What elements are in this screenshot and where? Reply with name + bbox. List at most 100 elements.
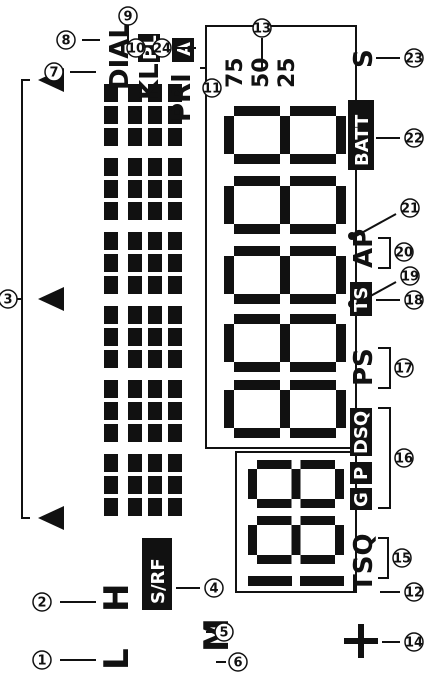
callout-circle [404, 290, 424, 310]
s-meter-segment [168, 350, 182, 368]
segment [234, 314, 280, 324]
segment [336, 186, 346, 224]
callout-16: 16 [394, 448, 414, 468]
callout-circle [44, 62, 64, 82]
callout-number: 20 [395, 246, 413, 261]
callout-circle [392, 548, 412, 568]
segment [290, 380, 336, 390]
callout-number: 9 [123, 10, 132, 25]
callout-6: 6 [228, 652, 248, 672]
s-meter-segment [168, 306, 182, 324]
callout-number: 11 [203, 82, 221, 97]
mhz-sub-75: 75 [223, 57, 248, 88]
s-meter-segment [168, 232, 182, 250]
s-meter-segment [148, 254, 162, 272]
s-meter-segment [148, 202, 162, 220]
s-meter-segment [148, 276, 162, 294]
leader-19 [355, 281, 397, 305]
callout-1: 1 [32, 650, 52, 670]
callout-number: 1 [37, 654, 46, 669]
callout-circle [32, 592, 52, 612]
s-meter-segment [128, 158, 142, 176]
callout-22: 22 [404, 128, 424, 148]
callout-number: 13 [253, 22, 271, 37]
callout-number: 12 [405, 586, 423, 601]
s-meter-bracket [21, 79, 30, 519]
s-meter-segment [128, 476, 142, 494]
callout-8: 8 [56, 30, 76, 50]
callout-17: 17 [394, 358, 414, 378]
callout-number: 17 [395, 362, 413, 377]
s-meter-segment [128, 424, 142, 442]
leader-15 [378, 537, 389, 579]
s-meter-segment [104, 106, 118, 124]
callout-19: 19 [400, 266, 420, 286]
tone-indicator-h [358, 624, 364, 658]
callout-number: 10 [127, 42, 145, 57]
kl-indicator: KL [135, 63, 165, 100]
callout-circle [404, 582, 424, 602]
s-meter-segment [128, 350, 142, 368]
s-meter-marker-2 [38, 287, 64, 311]
s-meter-segment [128, 306, 142, 324]
segment [300, 499, 335, 508]
segment [234, 362, 280, 372]
segment [336, 116, 346, 154]
callout-15: 15 [392, 548, 412, 568]
s-meter-segment [104, 202, 118, 220]
segment [290, 314, 336, 324]
segment [234, 224, 280, 234]
g-indicator: G [351, 492, 372, 507]
s-meter-segment [148, 476, 162, 494]
callout-circle [394, 448, 414, 468]
s-meter-segment [168, 476, 182, 494]
callout-5: 5 [214, 622, 234, 642]
callout-circle [204, 578, 224, 598]
segment [300, 460, 335, 469]
s-meter-segment [148, 180, 162, 198]
s-rf-badge [142, 538, 172, 610]
segment [290, 428, 336, 438]
leader-16 [378, 407, 391, 509]
s-meter-segment [148, 402, 162, 420]
callout-circle [32, 650, 52, 670]
tsq-indicator: TSQ [349, 533, 379, 592]
segment [257, 516, 292, 525]
segment [224, 390, 234, 428]
s-meter-segment [148, 84, 162, 102]
channel-digit-3 [248, 460, 344, 508]
callout-number: 24 [153, 42, 171, 57]
s-meter-segment [128, 498, 142, 516]
callout-circle [404, 128, 424, 148]
segment [224, 116, 234, 154]
s-meter-segment [104, 232, 118, 250]
s-meter-segment [148, 454, 162, 472]
s-meter-segment [104, 402, 118, 420]
s-meter-segment [128, 202, 142, 220]
s-meter-segment [104, 180, 118, 198]
p-badge [350, 462, 372, 484]
leader-20 [378, 237, 391, 269]
callout-number: 21 [401, 202, 419, 217]
p-indicator: P [351, 467, 372, 480]
frequency-display-frame [205, 25, 357, 449]
frequency-digit-4 [224, 176, 346, 234]
s-meter-segment [148, 106, 162, 124]
callout-20: 20 [394, 242, 414, 262]
s-meter-segment [104, 276, 118, 294]
channel-digit-1-upper [248, 576, 292, 586]
a-badge [172, 38, 194, 62]
frequency-digit-5 [224, 106, 346, 164]
callout-circle [400, 198, 420, 218]
s-meter-segment [168, 158, 182, 176]
segment [290, 294, 336, 304]
segment [300, 555, 335, 564]
callout-number: 14 [405, 636, 423, 651]
callout-circle [404, 48, 424, 68]
callout-number: 18 [405, 294, 423, 309]
callout-2: 2 [32, 592, 52, 612]
